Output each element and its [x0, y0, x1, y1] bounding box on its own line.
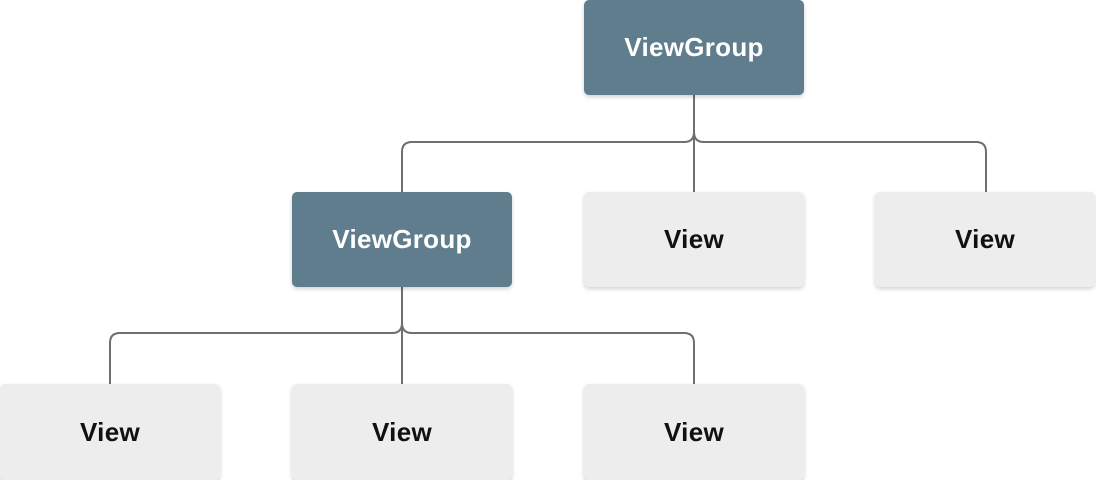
edge-viewgroup-to-left-child — [109, 287, 403, 384]
node-root-viewgroup: ViewGroup — [584, 0, 804, 95]
node-grandchild-view-right: View — [584, 384, 804, 480]
node-grandchild-view-middle: View — [292, 384, 512, 480]
node-child-view-middle: View — [584, 192, 804, 287]
node-child-viewgroup: ViewGroup — [292, 192, 512, 287]
edge-root-to-left-viewgroup — [401, 95, 695, 192]
node-child-view-right: View — [875, 192, 1095, 287]
edge-root-to-right-view — [693, 95, 987, 192]
node-grandchild-view-left: View — [0, 384, 220, 480]
edge-viewgroup-to-right-child — [401, 287, 695, 384]
